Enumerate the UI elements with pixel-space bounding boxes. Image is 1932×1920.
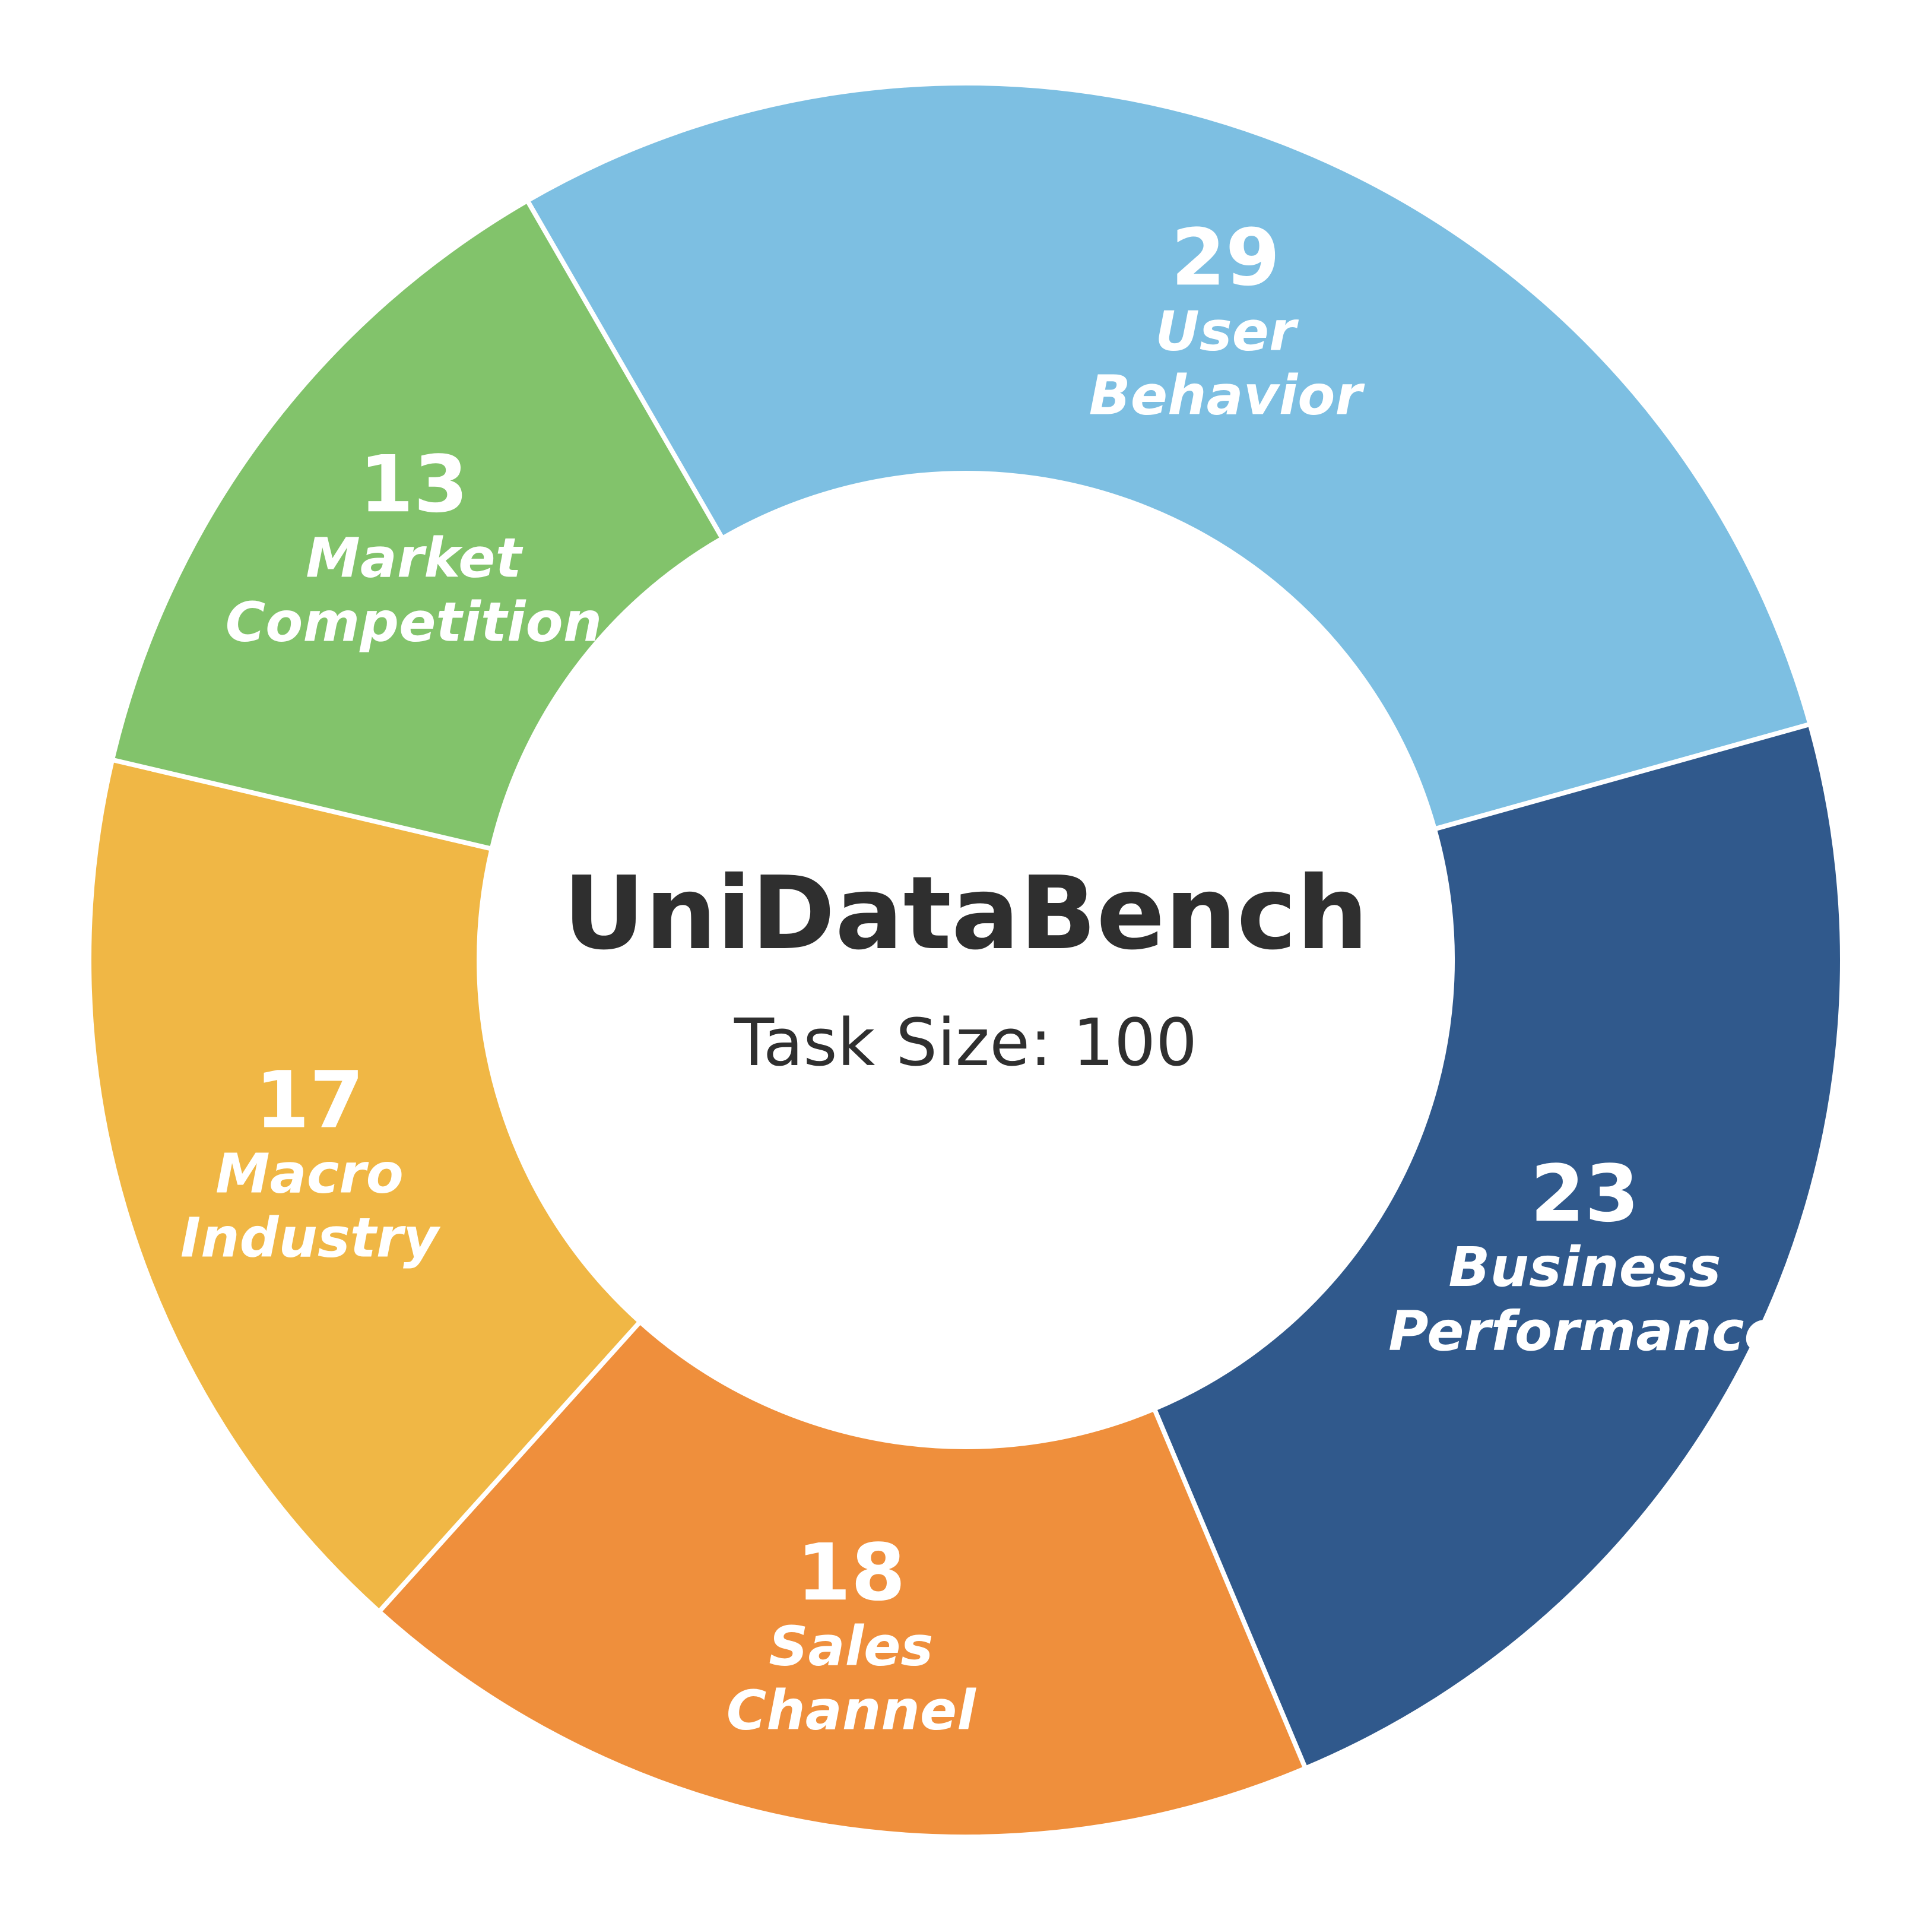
slice-category-label: User xyxy=(1155,299,1299,363)
slice-value-label: 13 xyxy=(359,439,468,530)
slice-user-behavior xyxy=(524,81,1813,832)
slice-value-label: 23 xyxy=(1530,1148,1639,1240)
slice-category-label: Business xyxy=(1448,1235,1721,1299)
slice-value-label: 18 xyxy=(797,1527,906,1618)
slices-group xyxy=(87,81,1845,1839)
slice-value-label: 29 xyxy=(1171,212,1280,303)
slice-market-competition xyxy=(109,197,726,852)
slice-category-label: Macro xyxy=(215,1142,404,1205)
chart-center-title: UniDataBench xyxy=(563,855,1369,972)
slice-category-label: Industry xyxy=(180,1206,441,1269)
slice-sales-channel xyxy=(376,1318,1309,1839)
slice-category-label: Behavior xyxy=(1089,363,1366,427)
slice-category-label: Competition xyxy=(226,590,602,654)
slice-business-performance xyxy=(1151,721,1845,1772)
slice-macro-industry xyxy=(87,756,643,1615)
slice-category-label: Performance xyxy=(1388,1300,1781,1363)
slice-category-label: Sales xyxy=(769,1614,933,1678)
slice-category-label: Channel xyxy=(727,1678,976,1742)
slice-value-label: 17 xyxy=(255,1054,364,1146)
slice-category-label: Market xyxy=(306,526,523,590)
chart-center-subtitle: Task Size: 100 xyxy=(734,1005,1197,1081)
